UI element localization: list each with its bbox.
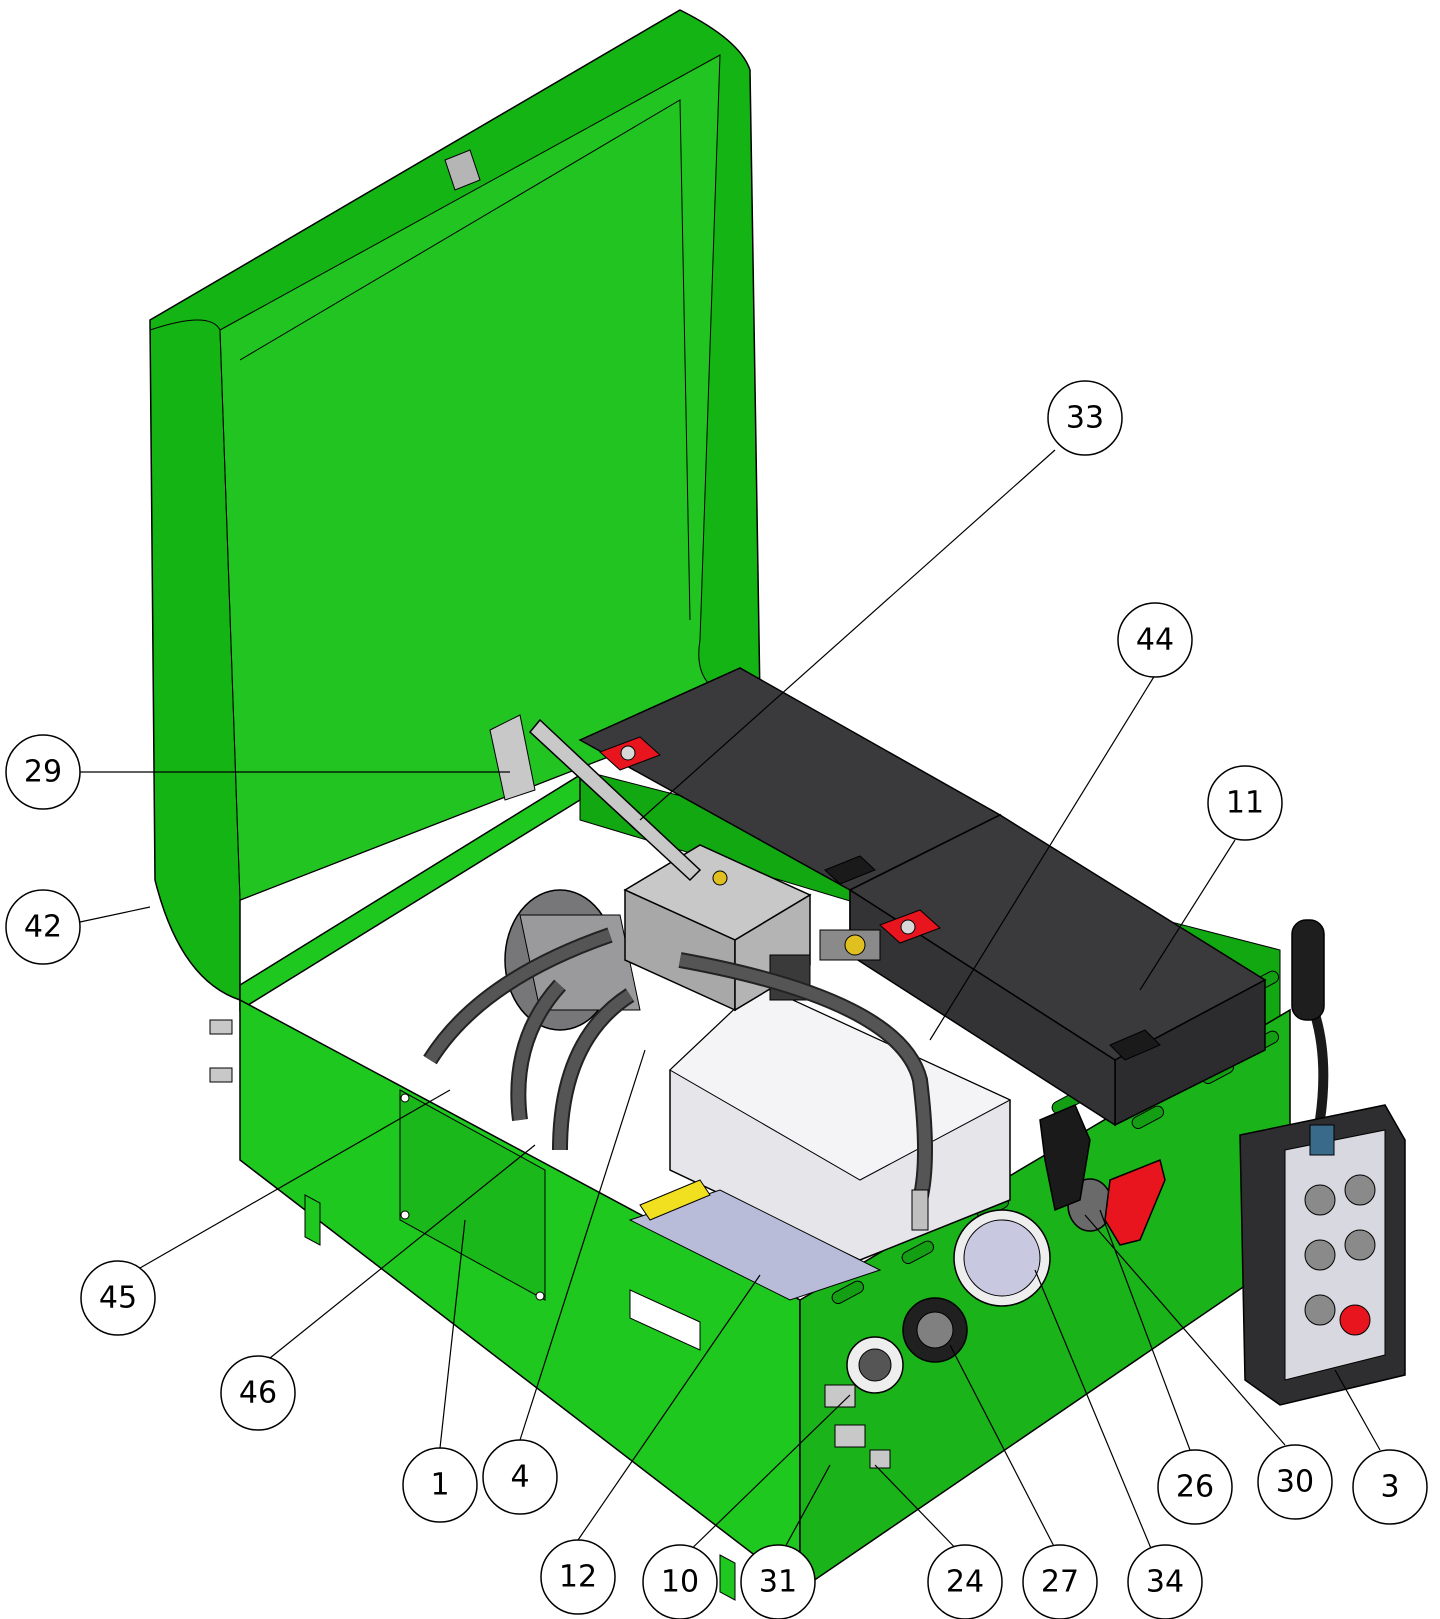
control-panel-components [824, 1104, 1166, 1469]
callout-26-label: 26 [1176, 1470, 1214, 1505]
callout-3-label: 3 [1380, 1470, 1399, 1505]
leader-30 [1084, 1214, 1286, 1446]
vent-slot [901, 1240, 935, 1264]
callout-42: 42 [5, 889, 81, 965]
callout-45-label: 45 [99, 1281, 137, 1316]
callout-12: 12 [540, 1539, 616, 1615]
remote-pendant [1239, 919, 1406, 1406]
leader-27 [949, 1344, 1061, 1559]
leader-4 [519, 1049, 646, 1441]
leader-10 [679, 1394, 851, 1561]
callout-10: 10 [642, 1544, 718, 1619]
callout-3: 3 [1352, 1449, 1428, 1525]
callout-26: 26 [1157, 1449, 1233, 1525]
hydraulic-hoses [423, 927, 933, 1231]
battery-pack [578, 667, 1267, 1127]
callout-27-label: 27 [1041, 1565, 1079, 1600]
vent-slot [1131, 1105, 1165, 1129]
callout-11: 11 [1207, 765, 1283, 841]
callout-4-label: 4 [510, 1460, 529, 1495]
leader-24 [874, 1464, 966, 1559]
callout-31: 31 [740, 1544, 816, 1619]
leader-46 [269, 1144, 536, 1359]
callout-34: 34 [1127, 1544, 1203, 1619]
callout-44-label: 44 [1136, 623, 1174, 658]
leader-34 [1034, 1269, 1156, 1559]
leader-11 [1139, 839, 1236, 991]
callout-30-label: 30 [1276, 1465, 1314, 1500]
callout-1: 1 [402, 1447, 478, 1523]
callout-30: 30 [1257, 1444, 1333, 1520]
callout-31-label: 31 [759, 1565, 797, 1600]
leader-42 [79, 906, 151, 923]
callout-46: 46 [220, 1355, 296, 1431]
callout-44: 44 [1117, 602, 1193, 678]
callout-42-label: 42 [24, 910, 62, 945]
leader-44 [929, 674, 1156, 1041]
callout-33: 33 [1047, 380, 1123, 456]
callout-34-label: 34 [1146, 1565, 1184, 1600]
lid-gas-strut [489, 714, 702, 882]
callout-29-label: 29 [24, 755, 62, 790]
leader-45 [139, 1089, 451, 1269]
callout-12-label: 12 [559, 1560, 597, 1595]
callout-46-label: 46 [239, 1376, 277, 1411]
leader-33 [639, 449, 1056, 821]
callout-4: 4 [482, 1439, 558, 1515]
vent-slot [831, 1280, 865, 1304]
leader-1 [439, 1219, 466, 1449]
callout-27: 27 [1022, 1544, 1098, 1619]
callout-45: 45 [80, 1260, 156, 1336]
callout-24-label: 24 [946, 1565, 984, 1600]
callout-11-label: 11 [1226, 786, 1264, 821]
leader-31 [777, 1464, 831, 1561]
callout-10-label: 10 [661, 1565, 699, 1600]
callout-1-label: 1 [430, 1468, 449, 1503]
callout-29: 29 [5, 734, 81, 810]
callout-33-label: 33 [1066, 401, 1104, 436]
leader-lines [79, 449, 1381, 1561]
callout-24: 24 [927, 1544, 1003, 1619]
leader-12 [577, 1274, 761, 1541]
leader-3 [1334, 1369, 1381, 1451]
